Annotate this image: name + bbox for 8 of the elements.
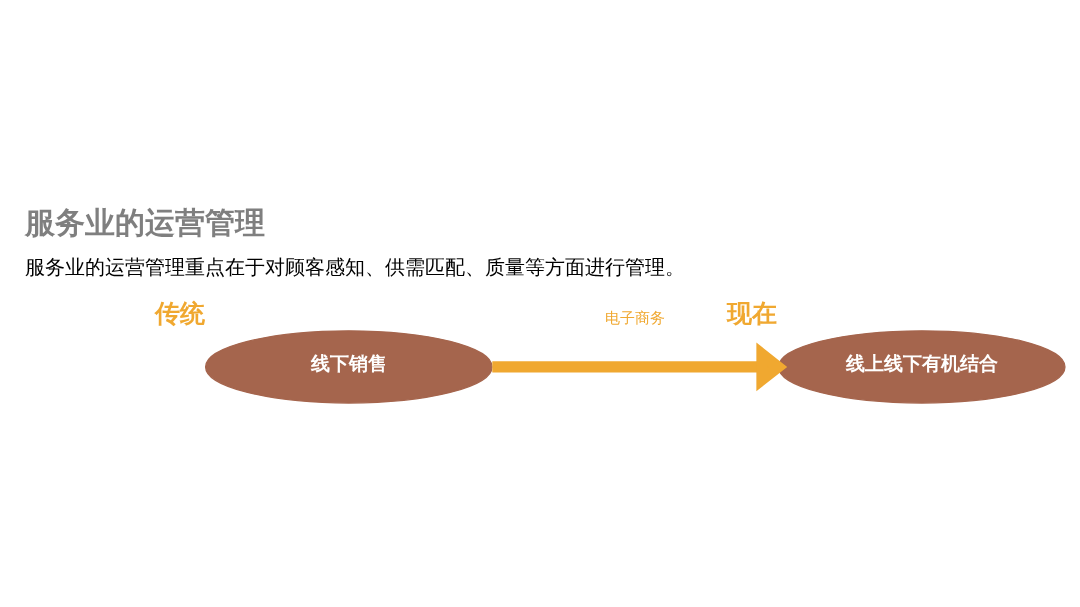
node-ellipse: 线上线下有机结合 bbox=[777, 329, 1066, 404]
node-label: 传统 bbox=[154, 298, 205, 328]
node-label: 现在 bbox=[727, 298, 778, 328]
edge-label: 电子商务 bbox=[604, 308, 665, 327]
label: 服务业的运营管理重点在于对顾客感知、供需匹配、质量等方面进行管理。 bbox=[24, 255, 685, 279]
diagram-title: 服务业的运营管理 bbox=[24, 204, 265, 240]
arrow bbox=[492, 342, 788, 391]
node-ellipse: 线下销售 bbox=[204, 329, 493, 404]
